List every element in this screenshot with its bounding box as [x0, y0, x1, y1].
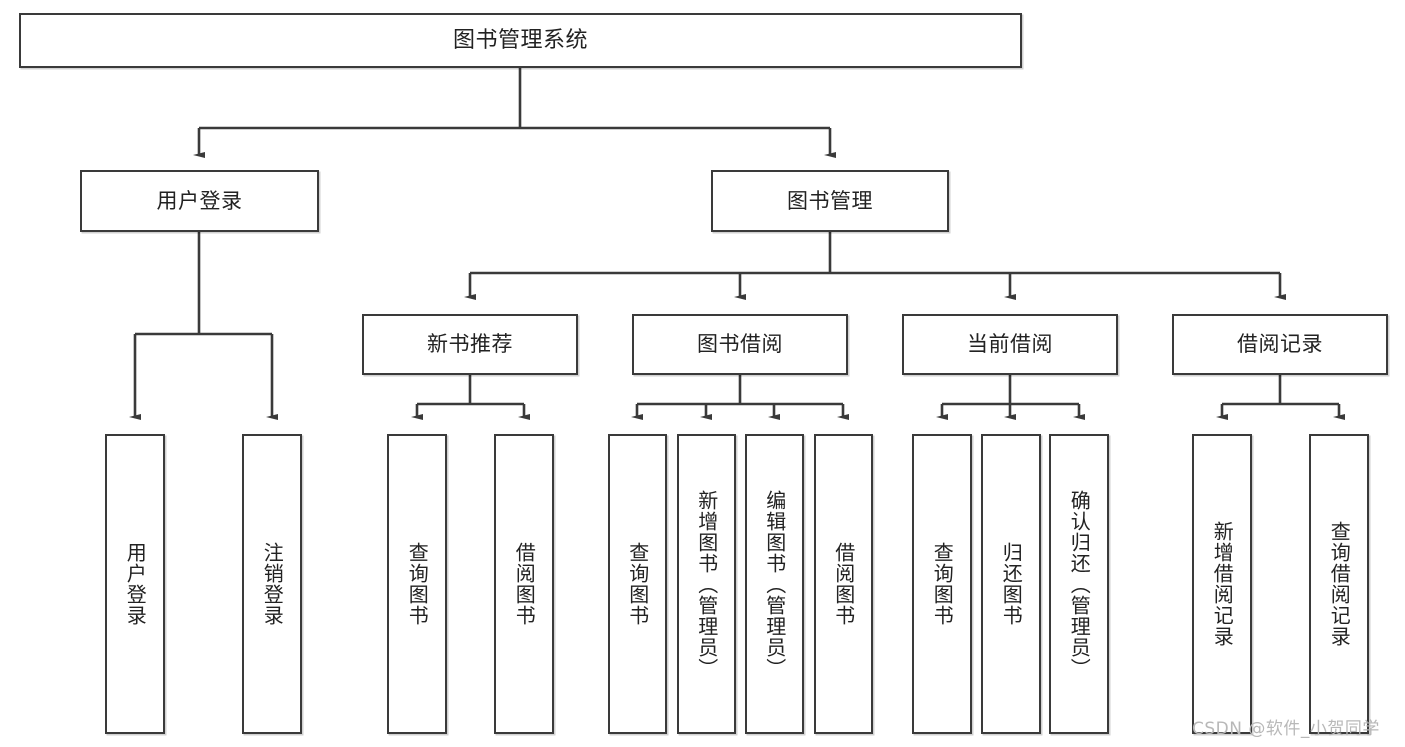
node-label: 图书管理系统 — [452, 27, 588, 53]
leaf-new-book-borrow-book[interactable]: 借阅图书 — [494, 434, 554, 734]
leaf-current-borrow-return-book[interactable]: 归还图书 — [981, 434, 1041, 734]
leaf-user-login-logout[interactable]: 注销登录 — [242, 434, 302, 734]
node-borrow-record[interactable]: 借阅记录 — [1172, 314, 1388, 375]
node-book-borrow[interactable]: 图书借阅 — [632, 314, 848, 375]
leaf-book-borrow-edit-book-admin[interactable]: 编辑图书（管理员） — [745, 434, 804, 734]
node-label: 当前借阅 — [967, 332, 1053, 357]
node-label: 注销登录 — [260, 542, 285, 626]
node-label: 图书借阅 — [697, 332, 783, 357]
node-user-login[interactable]: 用户登录 — [80, 170, 319, 232]
node-label: 用户登录 — [123, 542, 148, 626]
node-label: 查询图书 — [405, 542, 430, 626]
node-label: 确认归还（管理员） — [1067, 489, 1092, 679]
node-label: 编辑图书（管理员） — [762, 489, 787, 679]
node-label: 用户登录 — [156, 188, 243, 213]
leaf-book-borrow-borrow-book[interactable]: 借阅图书 — [814, 434, 873, 734]
node-label: 图书管理 — [787, 188, 873, 213]
leaf-new-book-query-book[interactable]: 查询图书 — [387, 434, 447, 734]
leaf-user-login-login[interactable]: 用户登录 — [105, 434, 165, 734]
node-root-book-management-system[interactable]: 图书管理系统 — [19, 13, 1022, 68]
node-new-book-recommendation[interactable]: 新书推荐 — [362, 314, 578, 375]
leaf-book-borrow-query-book[interactable]: 查询图书 — [608, 434, 667, 734]
node-label: 新书推荐 — [427, 332, 513, 357]
node-label: 新增借阅记录 — [1210, 521, 1235, 647]
node-label: 借阅记录 — [1237, 332, 1323, 357]
leaf-current-borrow-query-book[interactable]: 查询图书 — [912, 434, 972, 734]
node-label: 新增图书（管理员） — [694, 489, 719, 679]
node-label: 查询借阅记录 — [1327, 521, 1352, 647]
node-book-management[interactable]: 图书管理 — [711, 170, 949, 232]
leaf-borrow-record-query-record[interactable]: 查询借阅记录 — [1309, 434, 1369, 734]
leaf-book-borrow-add-book-admin[interactable]: 新增图书（管理员） — [677, 434, 736, 734]
node-current-borrow[interactable]: 当前借阅 — [902, 314, 1118, 375]
watermark-text: CSDN @软件_小贺同学 — [1192, 719, 1380, 739]
node-label: 借阅图书 — [512, 542, 537, 626]
node-label: 查询图书 — [625, 542, 650, 626]
leaf-current-borrow-confirm-return-admin[interactable]: 确认归还（管理员） — [1049, 434, 1109, 734]
node-label: 借阅图书 — [831, 542, 856, 626]
node-label: 归还图书 — [999, 542, 1024, 626]
leaf-borrow-record-add-record[interactable]: 新增借阅记录 — [1192, 434, 1252, 734]
node-label: 查询图书 — [930, 542, 955, 626]
